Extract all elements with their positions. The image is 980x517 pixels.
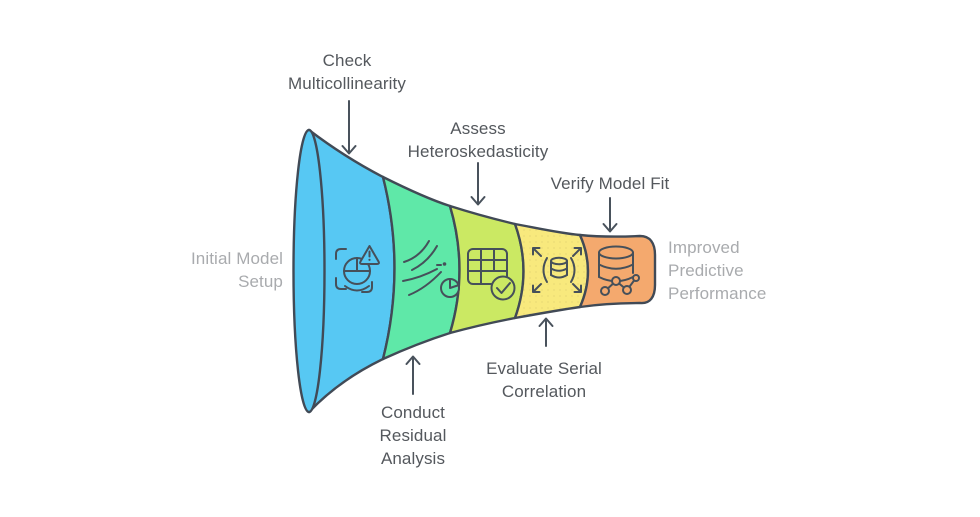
callout-verify-model-fit: Verify Model Fit: [490, 172, 730, 195]
callout-line: Evaluate Serial: [486, 359, 602, 378]
callout-check-multicollinearity: Check Multicollinearity: [227, 49, 467, 95]
flow-lines-pie-icon: [402, 240, 460, 298]
output-label-line: Improved: [668, 238, 740, 257]
input-label-line: Setup: [238, 272, 283, 291]
output-label-line: Performance: [668, 284, 767, 303]
arrow-down-check-multicollinearity: [341, 100, 357, 155]
callout-line: Multicollinearity: [288, 74, 406, 93]
callout-line: Check: [322, 51, 372, 70]
callout-line: Verify Model Fit: [550, 174, 670, 193]
callout-line: Conduct: [380, 403, 446, 422]
callout-line: Correlation: [501, 382, 587, 401]
arrow-down-assess-heteroskedasticity: [470, 162, 486, 206]
arrow-up-evaluate-serial-correlation: [538, 317, 554, 347]
stage-assess-heteroskedasticity: [448, 204, 525, 335]
arrow-up-conduct-residual-analysis: [405, 355, 421, 395]
callout-evaluate-serial-correlation: Evaluate Serial Correlation: [424, 357, 664, 403]
callout-line: Analysis: [380, 449, 446, 468]
funnel-mouth-rim: [292, 128, 326, 414]
callout-conduct-residual-analysis: Conduct Residual Analysis: [293, 401, 533, 470]
database-expand-icon: [532, 247, 582, 293]
table-check-icon: [467, 248, 516, 301]
input-label-line: Initial Model: [190, 249, 283, 268]
stage-conduct-residual-analysis: [381, 175, 461, 361]
callout-assess-heteroskedasticity: Assess Heteroskedasticity: [358, 117, 598, 163]
callout-line: Assess: [450, 119, 506, 138]
callout-line: Residual: [379, 426, 447, 445]
arrow-down-verify-model-fit: [602, 197, 618, 233]
output-label-improved-predictive-performance: Improved Predictive Performance: [668, 236, 888, 305]
chart-warning-icon: [335, 245, 380, 293]
callout-line: Heteroskedasticity: [407, 142, 549, 161]
output-label-line: Predictive: [668, 261, 744, 280]
database-network-icon: [598, 245, 640, 296]
input-label-initial-model-setup: Initial Model Setup: [63, 247, 283, 293]
